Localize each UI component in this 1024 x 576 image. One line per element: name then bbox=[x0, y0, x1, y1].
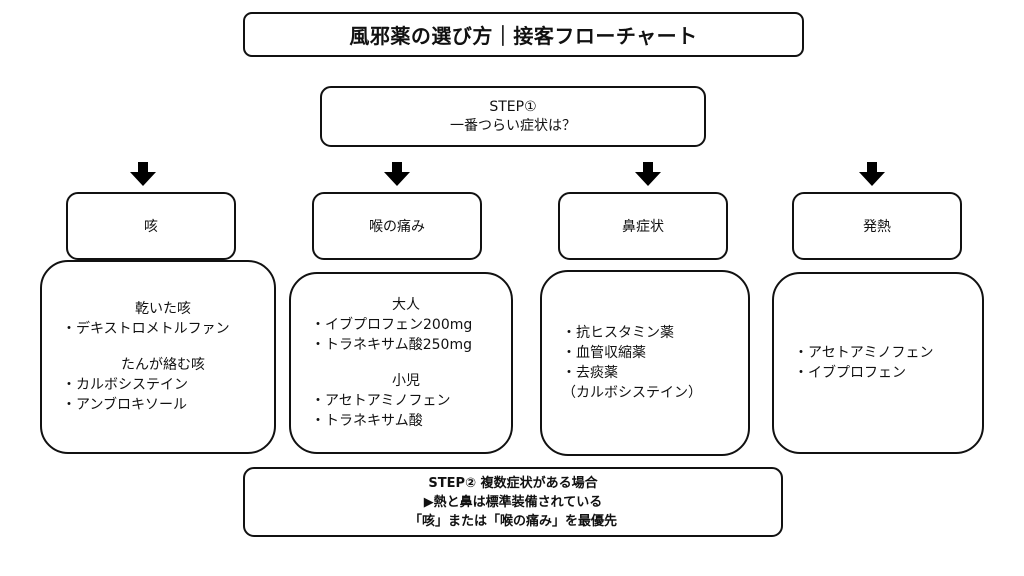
detail-box-cough: 乾いた咳 ・デキストロメトルファン たんが絡む咳 ・カルボシステイン ・アンブロ… bbox=[40, 260, 276, 454]
detail-box-sore-throat: 大人 ・イブプロフェン200mg ・トラネキサム酸250mg 小児 ・アセトアミ… bbox=[289, 272, 513, 454]
down-arrow-icon bbox=[859, 162, 885, 186]
medicine-item: ・イブプロフェン200mg bbox=[311, 317, 473, 333]
detail-box-nasal-symptoms: ・抗ヒスタミン薬 ・血管収縮薬 ・去痰薬 （カルボシステイン） bbox=[540, 270, 750, 456]
medicine-item: ・トラネキサム酸250mg bbox=[311, 337, 472, 353]
medicine-item: ・アンブロキソール bbox=[62, 397, 188, 413]
down-arrow-icon bbox=[130, 162, 156, 186]
category-fever: 発熱 bbox=[792, 192, 962, 260]
category-cough: 咳 bbox=[66, 192, 236, 260]
medicine-item: ・抗ヒスタミン薬 bbox=[562, 325, 674, 341]
medicine-item: ・アセトアミノフェン bbox=[794, 345, 934, 361]
step1-question: 一番つらい症状は？ bbox=[450, 117, 576, 134]
group-header: たんが絡む咳 bbox=[121, 357, 205, 373]
step2-box: STEP② 複数症状がある場合 ▶熱と鼻は標準装備されている 「咳」または「喉の… bbox=[243, 467, 783, 537]
down-arrow-icon bbox=[384, 162, 410, 186]
step2-priority: 「咳」または「喉の痛み」を最優先 bbox=[408, 513, 617, 529]
group-header: 大人 bbox=[392, 297, 420, 313]
medicine-item: （カルボシステイン） bbox=[562, 385, 702, 401]
group-header: 小児 bbox=[392, 373, 420, 389]
medicine-item: ・デキストロメトルファン bbox=[62, 321, 230, 337]
category-nasal-symptoms: 鼻症状 bbox=[558, 192, 728, 260]
medicine-item: ・カルボシステイン bbox=[62, 377, 188, 393]
medicine-item: ・去痰薬 bbox=[562, 365, 618, 381]
step1-box: STEP① 一番つらい症状は？ bbox=[320, 86, 706, 147]
medicine-item: ・トラネキサム酸 bbox=[311, 413, 423, 429]
chart-title: 風邪薬の選び方｜接客フローチャート bbox=[243, 12, 804, 57]
step1-label: STEP① bbox=[489, 98, 537, 115]
medicine-item: ・血管収縮薬 bbox=[562, 345, 646, 361]
medicine-item: ・アセトアミノフェン bbox=[311, 393, 451, 409]
step2-note: ▶熱と鼻は標準装備されている bbox=[423, 494, 603, 510]
medicine-item: ・イブプロフェン bbox=[794, 365, 906, 381]
detail-box-fever: ・アセトアミノフェン ・イブプロフェン bbox=[772, 272, 984, 454]
step2-title: STEP② 複数症状がある場合 bbox=[428, 475, 598, 491]
category-sore-throat: 喉の痛み bbox=[312, 192, 482, 260]
group-header: 乾いた咳 bbox=[135, 301, 191, 317]
down-arrow-icon bbox=[635, 162, 661, 186]
